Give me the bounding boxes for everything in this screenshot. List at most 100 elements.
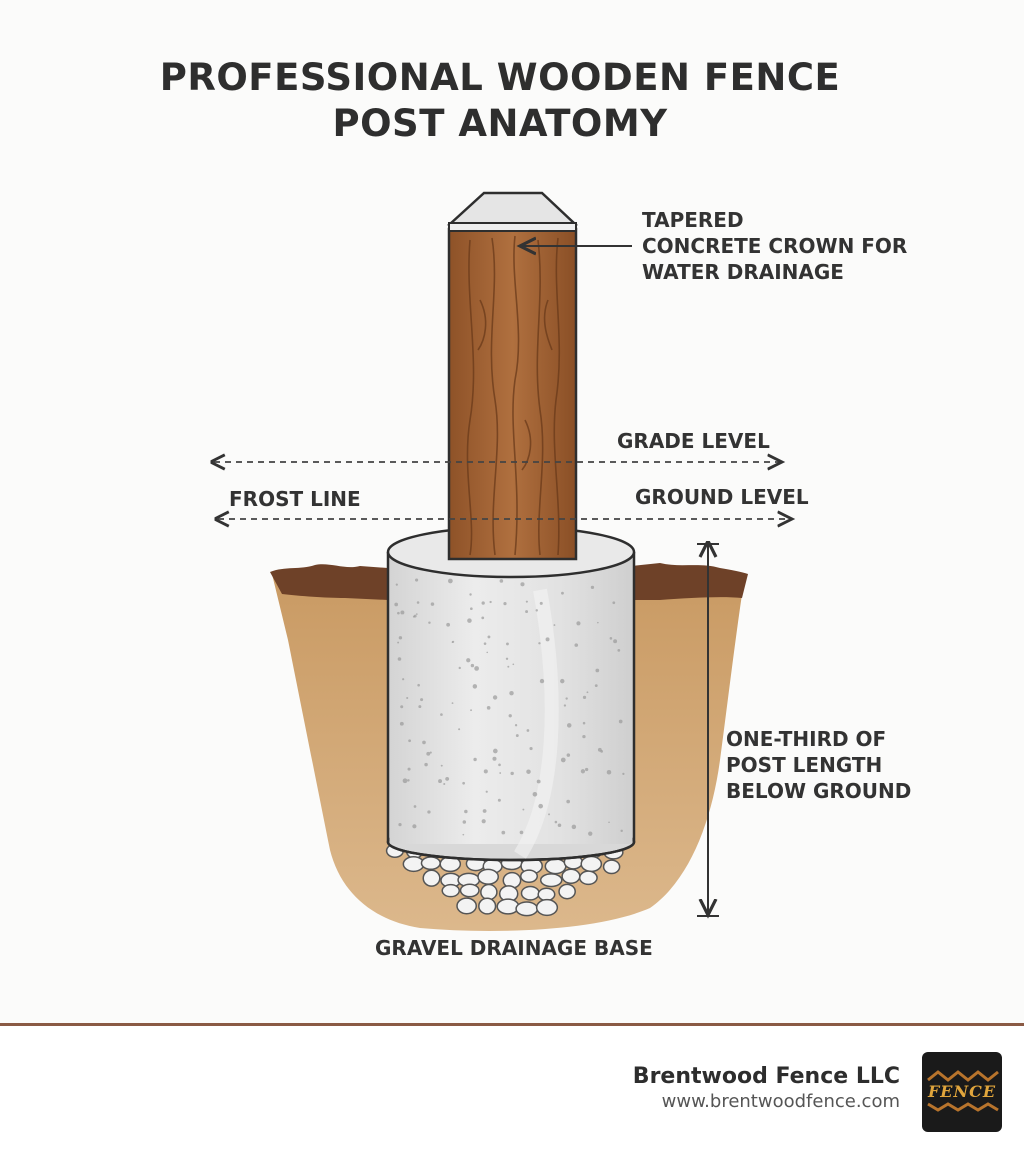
concrete-speck bbox=[498, 763, 501, 767]
concrete-speck bbox=[466, 658, 471, 663]
concrete-speck bbox=[535, 609, 538, 612]
concrete-speck bbox=[536, 779, 541, 784]
gravel-stone bbox=[515, 901, 539, 917]
concrete-speck bbox=[617, 649, 621, 652]
concrete-speck bbox=[539, 678, 545, 684]
concrete-speck bbox=[507, 665, 510, 668]
concrete-speck bbox=[582, 695, 587, 699]
concrete-speck bbox=[422, 740, 426, 745]
post-illustration bbox=[0, 191, 1024, 931]
concrete-speckles bbox=[394, 578, 625, 836]
concrete-speck bbox=[427, 810, 431, 814]
concrete-speck bbox=[586, 691, 589, 694]
gravel-stone bbox=[537, 887, 556, 902]
concrete-speck bbox=[622, 772, 625, 776]
concrete-speck bbox=[566, 799, 571, 804]
concrete-speck bbox=[399, 721, 404, 726]
concrete-speck bbox=[469, 593, 472, 596]
concrete-speck bbox=[509, 691, 514, 696]
gravel-stone bbox=[602, 859, 621, 875]
concrete-speck bbox=[412, 615, 415, 618]
concrete-speck bbox=[430, 602, 435, 606]
gravel-stone bbox=[441, 883, 460, 898]
depth-label-line-3: BELOW GROUND bbox=[726, 779, 912, 803]
concrete-speck bbox=[400, 705, 404, 709]
gravel-stone bbox=[578, 870, 598, 886]
concrete-speck bbox=[448, 578, 453, 584]
concrete-speck bbox=[571, 824, 577, 830]
concrete-speck bbox=[618, 719, 623, 724]
concrete-speck bbox=[438, 779, 442, 784]
gravel-stone bbox=[520, 869, 539, 883]
concrete-speck bbox=[525, 610, 528, 614]
concrete-speck bbox=[515, 734, 519, 738]
concrete-speck bbox=[580, 769, 586, 774]
concrete-speck bbox=[594, 684, 598, 688]
concrete-speck bbox=[452, 640, 455, 643]
company-name: Brentwood Fence LLC bbox=[632, 1064, 900, 1089]
concrete-speck bbox=[612, 601, 616, 605]
gravel-stone bbox=[477, 868, 500, 885]
concrete-speck bbox=[481, 616, 485, 620]
concrete-speck bbox=[560, 757, 566, 763]
concrete-speck bbox=[458, 666, 461, 670]
concrete-speck bbox=[548, 813, 550, 816]
concrete-speck bbox=[501, 830, 506, 835]
concrete-speck bbox=[492, 695, 498, 700]
concrete-speck bbox=[565, 697, 568, 700]
concrete-speck bbox=[510, 771, 514, 776]
concrete-speck bbox=[440, 713, 443, 716]
company-website[interactable]: www.brentwoodfence.com bbox=[661, 1091, 900, 1112]
wood-grain bbox=[466, 235, 561, 556]
concrete-speck bbox=[620, 829, 623, 833]
concrete-speck bbox=[497, 798, 501, 802]
concrete-speck bbox=[499, 579, 504, 583]
concrete-speck bbox=[407, 779, 410, 782]
concrete-speck bbox=[486, 651, 489, 654]
concrete-speck bbox=[443, 782, 446, 785]
concrete-speck bbox=[585, 767, 589, 772]
footer bbox=[0, 1026, 1024, 1154]
concrete-speck bbox=[554, 820, 558, 824]
grade-level-label: GRADE LEVEL bbox=[617, 429, 770, 453]
company-logo: FENCE bbox=[922, 1052, 1002, 1132]
concrete-speck bbox=[560, 678, 565, 684]
concrete-speck bbox=[472, 684, 478, 689]
concrete-speck bbox=[458, 728, 461, 731]
concrete-speck bbox=[595, 668, 600, 673]
concrete-speck bbox=[576, 621, 581, 626]
gravel-stone bbox=[580, 855, 603, 873]
gravel-label: GRAVEL DRAINAGE BASE bbox=[375, 936, 653, 960]
gravel-stone bbox=[520, 885, 540, 901]
concrete-speck bbox=[499, 772, 502, 774]
concrete-speck bbox=[489, 600, 492, 604]
concrete-speck bbox=[474, 666, 479, 671]
concrete-speck bbox=[445, 777, 450, 781]
concrete-speck bbox=[522, 808, 525, 811]
concrete-speck bbox=[574, 643, 579, 647]
concrete-speck bbox=[417, 683, 420, 687]
concrete-speck bbox=[470, 663, 475, 668]
concrete-speck bbox=[597, 747, 602, 752]
gravel-stone bbox=[459, 883, 480, 898]
concrete-speck bbox=[492, 756, 497, 761]
concrete-speck bbox=[519, 830, 524, 835]
concrete-speck bbox=[503, 602, 507, 606]
concrete-speck bbox=[407, 767, 411, 771]
crown-label-line-1: TAPERED bbox=[642, 208, 744, 232]
concrete-speck bbox=[462, 833, 465, 836]
gravel-stone bbox=[558, 883, 576, 900]
concrete-speck bbox=[514, 724, 518, 727]
logo-wordmark: FENCE bbox=[927, 1082, 997, 1101]
concrete-speck bbox=[397, 641, 400, 644]
concrete-speck bbox=[415, 613, 418, 615]
concrete-speck bbox=[470, 607, 473, 611]
concrete-speck bbox=[609, 637, 613, 640]
crown-label-line-2: CONCRETE CROWN FOR bbox=[642, 234, 908, 258]
concrete-speck bbox=[526, 769, 531, 774]
gravel-stone bbox=[456, 897, 478, 915]
ground-level-label: GROUND LEVEL bbox=[635, 485, 809, 509]
concrete-speck bbox=[418, 705, 422, 709]
concrete-speck bbox=[446, 622, 451, 627]
depth-label-line-2: POST LENGTH bbox=[726, 753, 883, 777]
